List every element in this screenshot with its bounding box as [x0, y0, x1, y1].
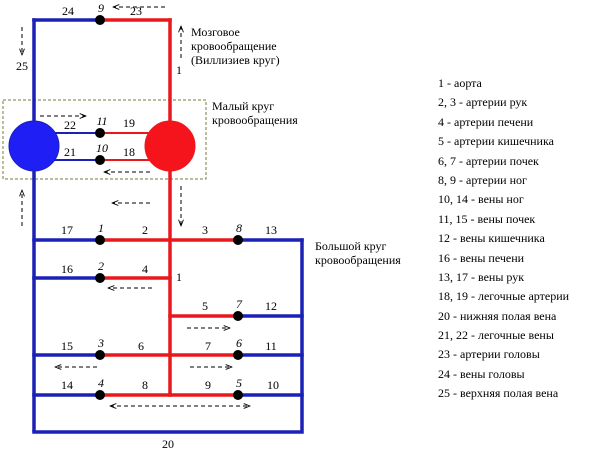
node-label-10: 10	[96, 141, 108, 155]
brain-circulation-caption: Мозговое кровообращение (Виллизиев круг)	[191, 25, 280, 67]
legend-item: 10, 14 - вены ног	[438, 192, 524, 207]
junction-node-7	[233, 311, 243, 321]
legend-item: 24 - вены головы	[438, 366, 525, 381]
junction-node-2	[95, 273, 105, 283]
legend-item: 25 - верхняя полая вена	[438, 386, 559, 401]
line-label-6: 6	[138, 339, 144, 353]
line-label-3: 3	[202, 223, 208, 237]
line-label-21: 21	[64, 145, 76, 159]
line-label-9: 9	[205, 378, 211, 392]
line-label-24: 24	[62, 4, 74, 18]
legend-item: 18, 19 - легочные артерии	[438, 289, 570, 304]
node-label-8: 8	[236, 221, 242, 235]
node-label-2: 2	[98, 259, 104, 273]
veins	[32, 18, 304, 434]
line-label-2: 2	[142, 223, 148, 237]
arterial-heart-circle	[144, 120, 196, 172]
line-label-23: 23	[130, 4, 142, 18]
flow-arrows	[22, 7, 250, 406]
line-label-8: 8	[142, 378, 148, 392]
junction-nodes	[95, 15, 243, 400]
legend-item: 23 - артерии головы	[438, 347, 540, 362]
line-label-4: 4	[142, 262, 148, 276]
inferior-vena-cava-line	[32, 238, 304, 434]
line-label-20: 20	[162, 437, 174, 451]
pulmonary-circle-frame	[2, 99, 207, 180]
junction-node-10	[95, 155, 105, 165]
line-label-17: 17	[61, 223, 73, 237]
legend-item: 20 - нижняя полая вена	[438, 308, 557, 323]
arteries	[98, 18, 240, 397]
line-label-15: 15	[61, 339, 73, 353]
legend-item: 2, 3 - артерии рук	[438, 95, 528, 110]
line-label-13: 13	[265, 223, 277, 237]
line-label-11: 11	[265, 339, 277, 353]
legend-item: 13, 17 - вены рук	[438, 269, 525, 284]
junction-node-11	[95, 128, 105, 138]
legend-item: 8, 9 - артерии ног	[438, 172, 527, 187]
systemic-circulation-caption: Большой круг кровообращения	[315, 239, 401, 267]
line-label-5: 5	[202, 299, 208, 313]
legend-item: 16 - вены печени	[438, 250, 525, 265]
node-label-7: 7	[236, 297, 243, 311]
node-label-6: 6	[236, 336, 242, 350]
legend-list: 1 - аорта 2, 3 - артерии рук 4 - артерии…	[438, 74, 569, 404]
junction-node-6	[233, 350, 243, 360]
node-label-5: 5	[236, 376, 242, 390]
line-label-1-mid: 1	[176, 270, 182, 284]
junction-node-1	[95, 235, 105, 245]
node-label-1: 1	[98, 221, 104, 235]
node-label-9: 9	[98, 1, 104, 15]
junction-node-4	[95, 390, 105, 400]
legend-item: 4 - артерии печени	[438, 114, 534, 129]
pulmonary-circulation-caption: Малый круг кровообращения	[212, 99, 298, 127]
legend-item: 11, 15 - вены почек	[438, 211, 536, 226]
legend-item: 6, 7 - артерии почек	[438, 153, 539, 168]
node-label-3: 3	[97, 336, 104, 350]
line-label-7: 7	[205, 339, 211, 353]
legend-item: 21, 22 - легочные вены	[438, 328, 554, 343]
line-label-12: 12	[265, 299, 277, 313]
node-label-11: 11	[96, 114, 107, 128]
line-label-22: 22	[64, 118, 76, 132]
line-label-19: 19	[123, 116, 135, 130]
line-label-14: 14	[61, 378, 73, 392]
venous-heart-circle	[8, 120, 60, 172]
line-label-18: 18	[123, 145, 135, 159]
junction-node-8	[233, 235, 243, 245]
line-label-10: 10	[267, 378, 279, 392]
line-label-16: 16	[61, 262, 73, 276]
line-label-1-top: 1	[176, 63, 182, 77]
junction-node-5	[233, 390, 243, 400]
legend-item: 5 - артерии кишечника	[438, 134, 554, 149]
junction-node-3	[95, 350, 105, 360]
junction-node-9	[95, 15, 105, 25]
legend-item: 1 - аорта	[438, 76, 482, 90]
legend-item: 12 - вены кишечника	[438, 231, 545, 246]
node-label-4: 4	[98, 376, 104, 390]
line-label-25: 25	[16, 59, 28, 73]
